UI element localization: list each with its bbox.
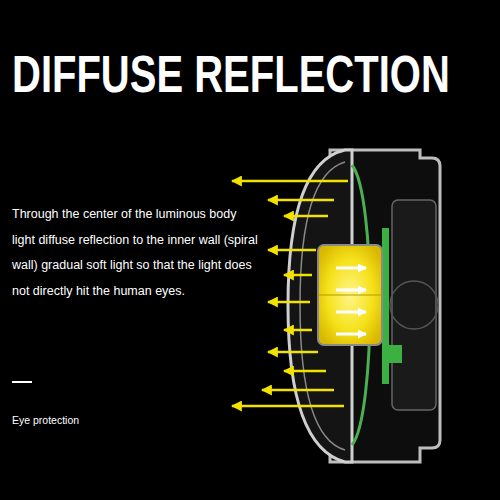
chassis-boss xyxy=(390,281,438,329)
led-divider xyxy=(318,295,382,296)
inner-chassis xyxy=(392,200,436,410)
led-arrow xyxy=(336,333,366,336)
led-arrows xyxy=(336,268,366,334)
light-ray xyxy=(232,180,348,183)
light-ray xyxy=(284,274,312,277)
light-ray xyxy=(232,405,344,408)
light-ray xyxy=(284,329,312,332)
eye-protection-label: Eye protection xyxy=(12,413,172,427)
pcb-board xyxy=(382,228,389,384)
light-ray xyxy=(268,199,334,202)
led-arrow xyxy=(336,289,366,292)
led-chip xyxy=(318,245,382,345)
led-arrow xyxy=(336,311,366,314)
light-ray xyxy=(268,351,318,354)
light-ray xyxy=(284,370,326,373)
led-arrow xyxy=(336,267,366,270)
light-ray xyxy=(284,215,328,218)
page-title: DIFFUSE REFLECTION xyxy=(12,48,450,100)
light-rays xyxy=(232,181,348,406)
description-text: Through the center of the luminous body … xyxy=(12,202,260,305)
pcb-component xyxy=(388,345,402,363)
light-ray xyxy=(268,301,310,304)
divider-line xyxy=(12,381,32,383)
light-ray xyxy=(262,389,334,392)
light-ray xyxy=(268,249,316,252)
